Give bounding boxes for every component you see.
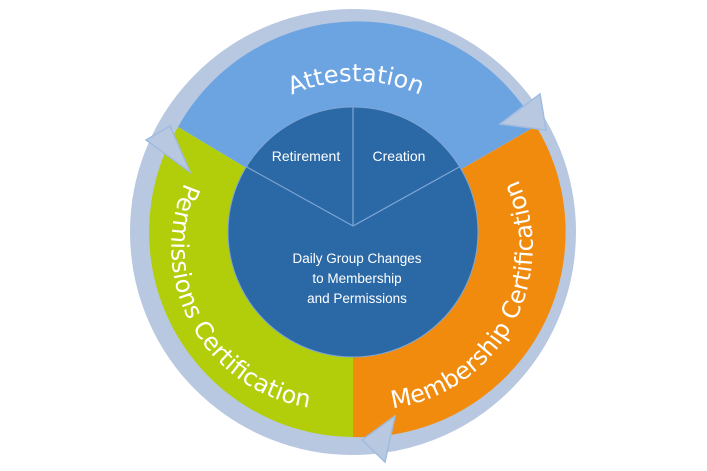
inner-divider-right — [352, 165, 462, 227]
inner-divider-left — [244, 165, 354, 227]
center-line-2: to Membership — [312, 271, 401, 286]
cycle-arrow-top-right — [498, 92, 547, 131]
cycle-arrow-bottom — [360, 414, 397, 464]
cycle-arrow-top-left — [144, 124, 192, 175]
creation-label: Creation — [373, 148, 426, 164]
center-line-3: and Permissions — [307, 291, 407, 306]
cycle-ring — [130, 9, 576, 455]
center-line-1: Daily Group Changes — [292, 251, 421, 266]
retirement-label: Retirement — [272, 148, 341, 164]
